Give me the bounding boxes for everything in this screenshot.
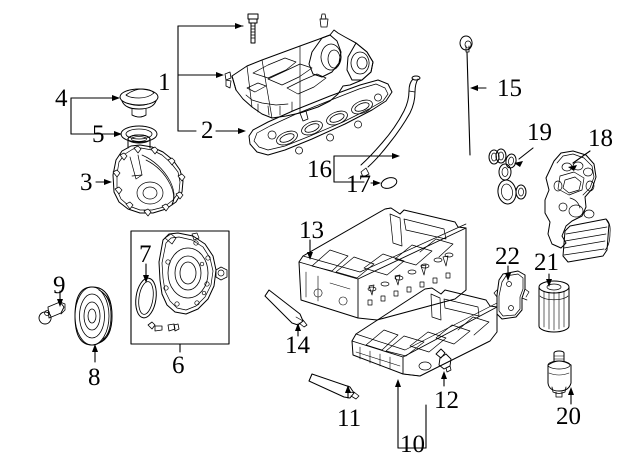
part-oil-drain-plug: [435, 348, 452, 373]
callout-leader-12: [441, 371, 447, 387]
part-valve-cover-gasket: [248, 79, 393, 156]
part-valve-cover: [224, 13, 374, 122]
callout-label-20: 20: [556, 403, 581, 430]
callout-leader-22: [505, 265, 511, 281]
callout-label-9: 9: [53, 272, 66, 299]
part-oil-dipstick: [459, 35, 473, 156]
callout-label-19: 19: [527, 119, 552, 146]
callout-label-16: 16: [307, 156, 332, 183]
callout-leader-3: [95, 179, 112, 185]
callout-label-8: 8: [88, 364, 101, 391]
callout-bracket-4: [70, 95, 120, 135]
callout-leader-14: [295, 323, 301, 337]
callout-label-10: 10: [400, 431, 425, 458]
callout-label-7: 7: [139, 241, 152, 268]
callout-leader-5: [110, 131, 122, 137]
callout-label-3: 3: [80, 169, 93, 196]
callout-leader-19: [514, 147, 534, 167]
callout-leader-7: [143, 263, 149, 283]
part-oil-filter-element: [538, 280, 570, 333]
callout-leader-9: [57, 290, 63, 307]
part-valve-cover-bolt: [247, 13, 259, 44]
callout-bracket-1: [177, 23, 244, 132]
callout-label-17: 17: [346, 171, 371, 198]
callout-leader-13: [307, 239, 313, 260]
callout-leader-11: [345, 385, 351, 399]
part-dipstick-tube-seal: [380, 177, 398, 189]
callout-leader-15: [470, 85, 487, 91]
part-crankshaft-pulley-bolt: [38, 301, 66, 325]
part-front-crankshaft-seal: [135, 277, 157, 319]
part-crankshaft-pulley: [74, 286, 113, 346]
callout-label-18: 18: [588, 125, 613, 152]
part-oil-filler-cap-seal: [120, 125, 158, 143]
callout-label-11: 11: [337, 405, 362, 432]
callout-bracket-10: [395, 379, 427, 449]
callout-label-5: 5: [92, 121, 105, 148]
callout-leader-20: [568, 387, 574, 405]
part-upper-oil-pan: [298, 207, 467, 321]
callout-leader-21: [546, 273, 552, 287]
callout-leader-8: [92, 344, 98, 363]
callout-label-14: 14: [285, 332, 310, 359]
part-oil-cooler: [493, 270, 530, 320]
part-o-ring-seal-kit: [488, 148, 527, 205]
callout-label-1: 1: [158, 69, 171, 96]
callout-label-22: 22: [495, 243, 520, 270]
part-seal-housing-bolts: [147, 321, 180, 332]
callout-leader-17: [370, 180, 381, 186]
callout-leader-18: [568, 150, 591, 171]
part-front-crankshaft-seal-housing: [158, 232, 228, 315]
callout-label-13: 13: [299, 217, 324, 244]
part-sealant-tube-upper: [264, 289, 308, 328]
part-upper-timing-cover: [112, 134, 186, 217]
callout-label-6: 6: [172, 352, 185, 379]
part-oil-filler-cap: [119, 88, 159, 118]
callout-label-15: 15: [497, 75, 522, 102]
callout-label-2: 2: [201, 117, 214, 144]
part-oil-pressure-relief-valve: [547, 350, 572, 398]
part-dipstick-tube: [360, 75, 421, 178]
part-sealant-tube-lower: [308, 373, 360, 400]
callout-bracket-16: [333, 153, 400, 183]
part-oil-filter-housing: [544, 150, 611, 263]
part-lower-oil-pan: [351, 287, 498, 377]
callout-label-4: 4: [55, 85, 68, 112]
callout-label-21: 21: [534, 249, 559, 276]
callout-label-12: 12: [434, 387, 459, 414]
callout-leader-2: [215, 128, 246, 134]
